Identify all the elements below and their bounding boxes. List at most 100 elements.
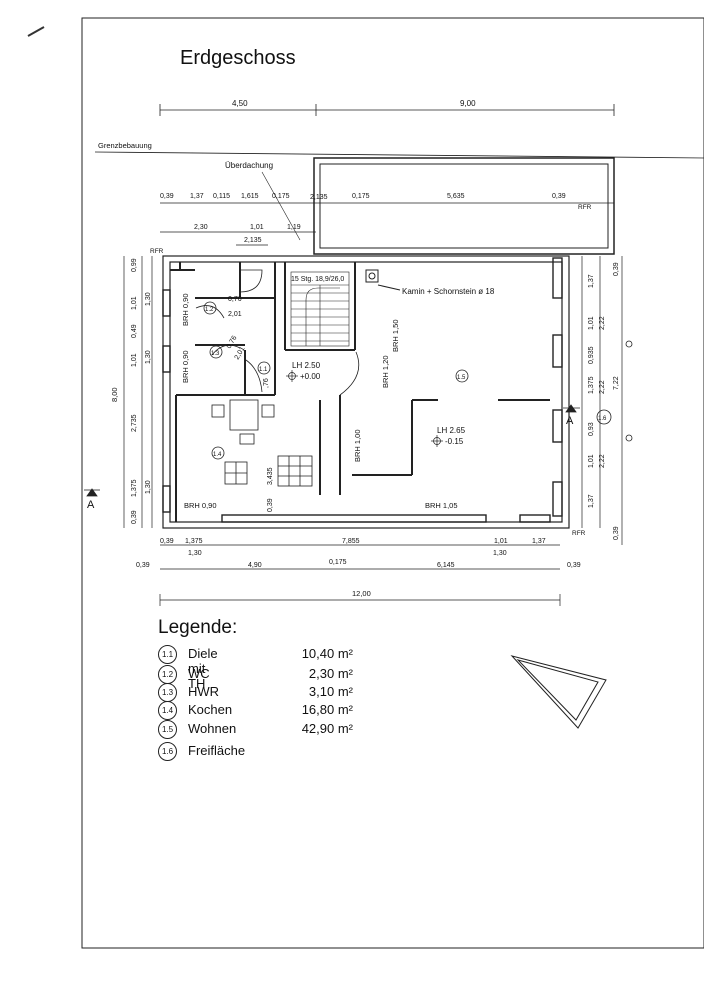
label-brh-120: BRH 1,20 (381, 355, 390, 388)
windows (162, 257, 563, 523)
door-dim-076-b: 0,76 (226, 335, 239, 350)
dim-left-a-2: 0,49 (131, 324, 138, 338)
dim-top-row1-6: 0,175 (352, 193, 370, 200)
legend-room-name: Kochen (188, 702, 233, 717)
dim-right-a-2: 0,935 (588, 346, 595, 364)
right-dimension-lines (581, 256, 623, 545)
dim-bottom-row1b-0: 1,30 (188, 550, 202, 557)
section-markers (84, 404, 580, 497)
dim-right-a-3: 1,375 (588, 376, 595, 394)
dim-bottom-row2-1: 4,90 (248, 562, 262, 569)
dim-bottom-row1-2: 7,855 (342, 538, 360, 545)
door-dim-201-a: 2,01 (228, 311, 242, 318)
dim-bottom-row1b-1: 1,30 (493, 550, 507, 557)
dim-top-row1-8: 0,39 (552, 193, 566, 200)
label-chimney: Kamin + Schornstein ø 18 (402, 287, 495, 296)
dim-right-a-1: 1,01 (588, 316, 595, 330)
label-brh-105: BRH 1,05 (425, 501, 458, 510)
plan-title: Erdgeschoss (180, 47, 296, 69)
dim-right-outer-2: 0,39 (613, 526, 620, 540)
dim-top-row1-2: 0,115 (213, 193, 230, 200)
scan-mark (27, 26, 45, 37)
top-overall-dimension (159, 104, 615, 116)
door-dim-076-c: ,76 (263, 378, 270, 388)
kitchen-dim-3435: 3,435 (267, 467, 274, 485)
legend-room-area: 10,40 m² (301, 646, 353, 661)
legend-room-area: 16,80 m² (301, 702, 353, 717)
legend-room-area: 42,90 m² (301, 721, 353, 736)
dim-bottom-row1-0: 0,39 (160, 538, 174, 545)
dim-left-a-1: 1,01 (131, 296, 138, 310)
label-rfr-bottom: RFR (572, 530, 586, 537)
legend-room-number: 1.2 (158, 665, 177, 684)
dim-bottom-total: 12,00 (352, 589, 371, 598)
label-brh-090-a: BRH 0,90 (181, 293, 190, 326)
dim-top-4-50: 4,50 (232, 99, 248, 108)
dim-top-row2-2: 1,19 (287, 224, 301, 231)
dim-top-row3: 2,135 (244, 237, 262, 244)
legend-room-name: WC (188, 666, 210, 681)
dim-left-a-6: 0,39 (131, 510, 138, 524)
label-lh-wohnen: LH 2.65 (437, 426, 466, 435)
legend-room-name: Freifläche (188, 743, 246, 758)
legend-room-number: 1.3 (158, 683, 177, 702)
dim-left-b-0: 1,30 (145, 292, 152, 306)
dim-right-a-0: 1,37 (588, 274, 595, 288)
bottom-dimension-lines (159, 544, 561, 606)
dim-top-row2-0: 2,30 (194, 224, 208, 231)
dim-bottom-row2-2: 0,175 (329, 559, 347, 566)
label-brh-090-b: BRH 0,90 (181, 350, 190, 383)
label-stairs: 15 Stg. 18,9/26,0 (291, 276, 344, 283)
kitchen-furniture (211, 399, 313, 487)
boundary-line (94, 151, 704, 159)
dim-top-row1-7: 5,635 (447, 193, 465, 200)
dim-left-b-1: 1,30 (145, 350, 152, 364)
chimney (365, 269, 401, 291)
dim-right-b-2: 2,22 (599, 454, 606, 468)
room-num-1-3: 1.3 (211, 351, 220, 357)
label-rfr-top: RFR (578, 204, 592, 211)
left-dimension-lines (123, 256, 153, 528)
section-a-right: A (566, 415, 574, 427)
dim-right-a-6: 1,37 (588, 494, 595, 508)
dim-top-row1-4: 0,175 (272, 193, 290, 200)
dim-right-b-0: 2,22 (599, 316, 606, 330)
label-brh-090-c: BRH 0,90 (184, 501, 217, 510)
right-level-marks (625, 340, 633, 442)
legend-room-name: HWR (188, 684, 220, 699)
legend-room-area: 3,10 m² (308, 684, 353, 699)
dim-top-9-00: 9,00 (460, 99, 476, 108)
dim-left-a-3: 1,01 (131, 353, 138, 367)
top-dimension-rows (160, 202, 614, 246)
dim-right-outer-0: 0,39 (613, 262, 620, 276)
legend-room-name: Wohnen (188, 721, 237, 736)
dim-left-800: 8,00 (110, 387, 119, 402)
legend-room-number: 1.4 (158, 701, 177, 720)
door-dim-076-a: 0,76 (228, 296, 242, 303)
legend-room-number: 1.5 (158, 720, 177, 739)
dim-right-a-4: 0,93 (588, 422, 595, 436)
page-border (81, 17, 704, 949)
label-brh-150: BRH 1,50 (391, 319, 400, 352)
dim-left-b-2: 1,30 (145, 480, 152, 494)
dim-top-row1-0: 0,39 (160, 193, 174, 200)
dim-top-row1-3: 1,615 (241, 193, 259, 200)
dim-bottom-row2-0: 0,39 (136, 562, 150, 569)
dim-right-outer-1: 7,22 (613, 376, 620, 390)
dim-top-row2-1: 1,01 (250, 224, 264, 231)
room-num-1-1: 1.1 (259, 367, 268, 373)
room-markers (203, 301, 612, 460)
dim-left-a-4: 2,735 (131, 414, 138, 432)
dim-bottom-row2-3: 6,145 (437, 562, 455, 569)
label-lh-diele-level: +0.00 (300, 372, 321, 381)
legend-room-number: 1.1 (158, 645, 177, 664)
dim-bottom-row1-1: 1,375 (185, 538, 203, 545)
room-num-1-2: 1.2 (205, 307, 214, 313)
canopy-leader (261, 171, 301, 241)
label-neighbor-building: Grenzbebauung (98, 141, 152, 150)
north-arrow-icon (510, 655, 607, 729)
canopy-strip (313, 157, 615, 255)
dim-bottom-row2-4: 0,39 (567, 562, 581, 569)
label-lh-wohnen-level: -0.15 (445, 437, 464, 446)
